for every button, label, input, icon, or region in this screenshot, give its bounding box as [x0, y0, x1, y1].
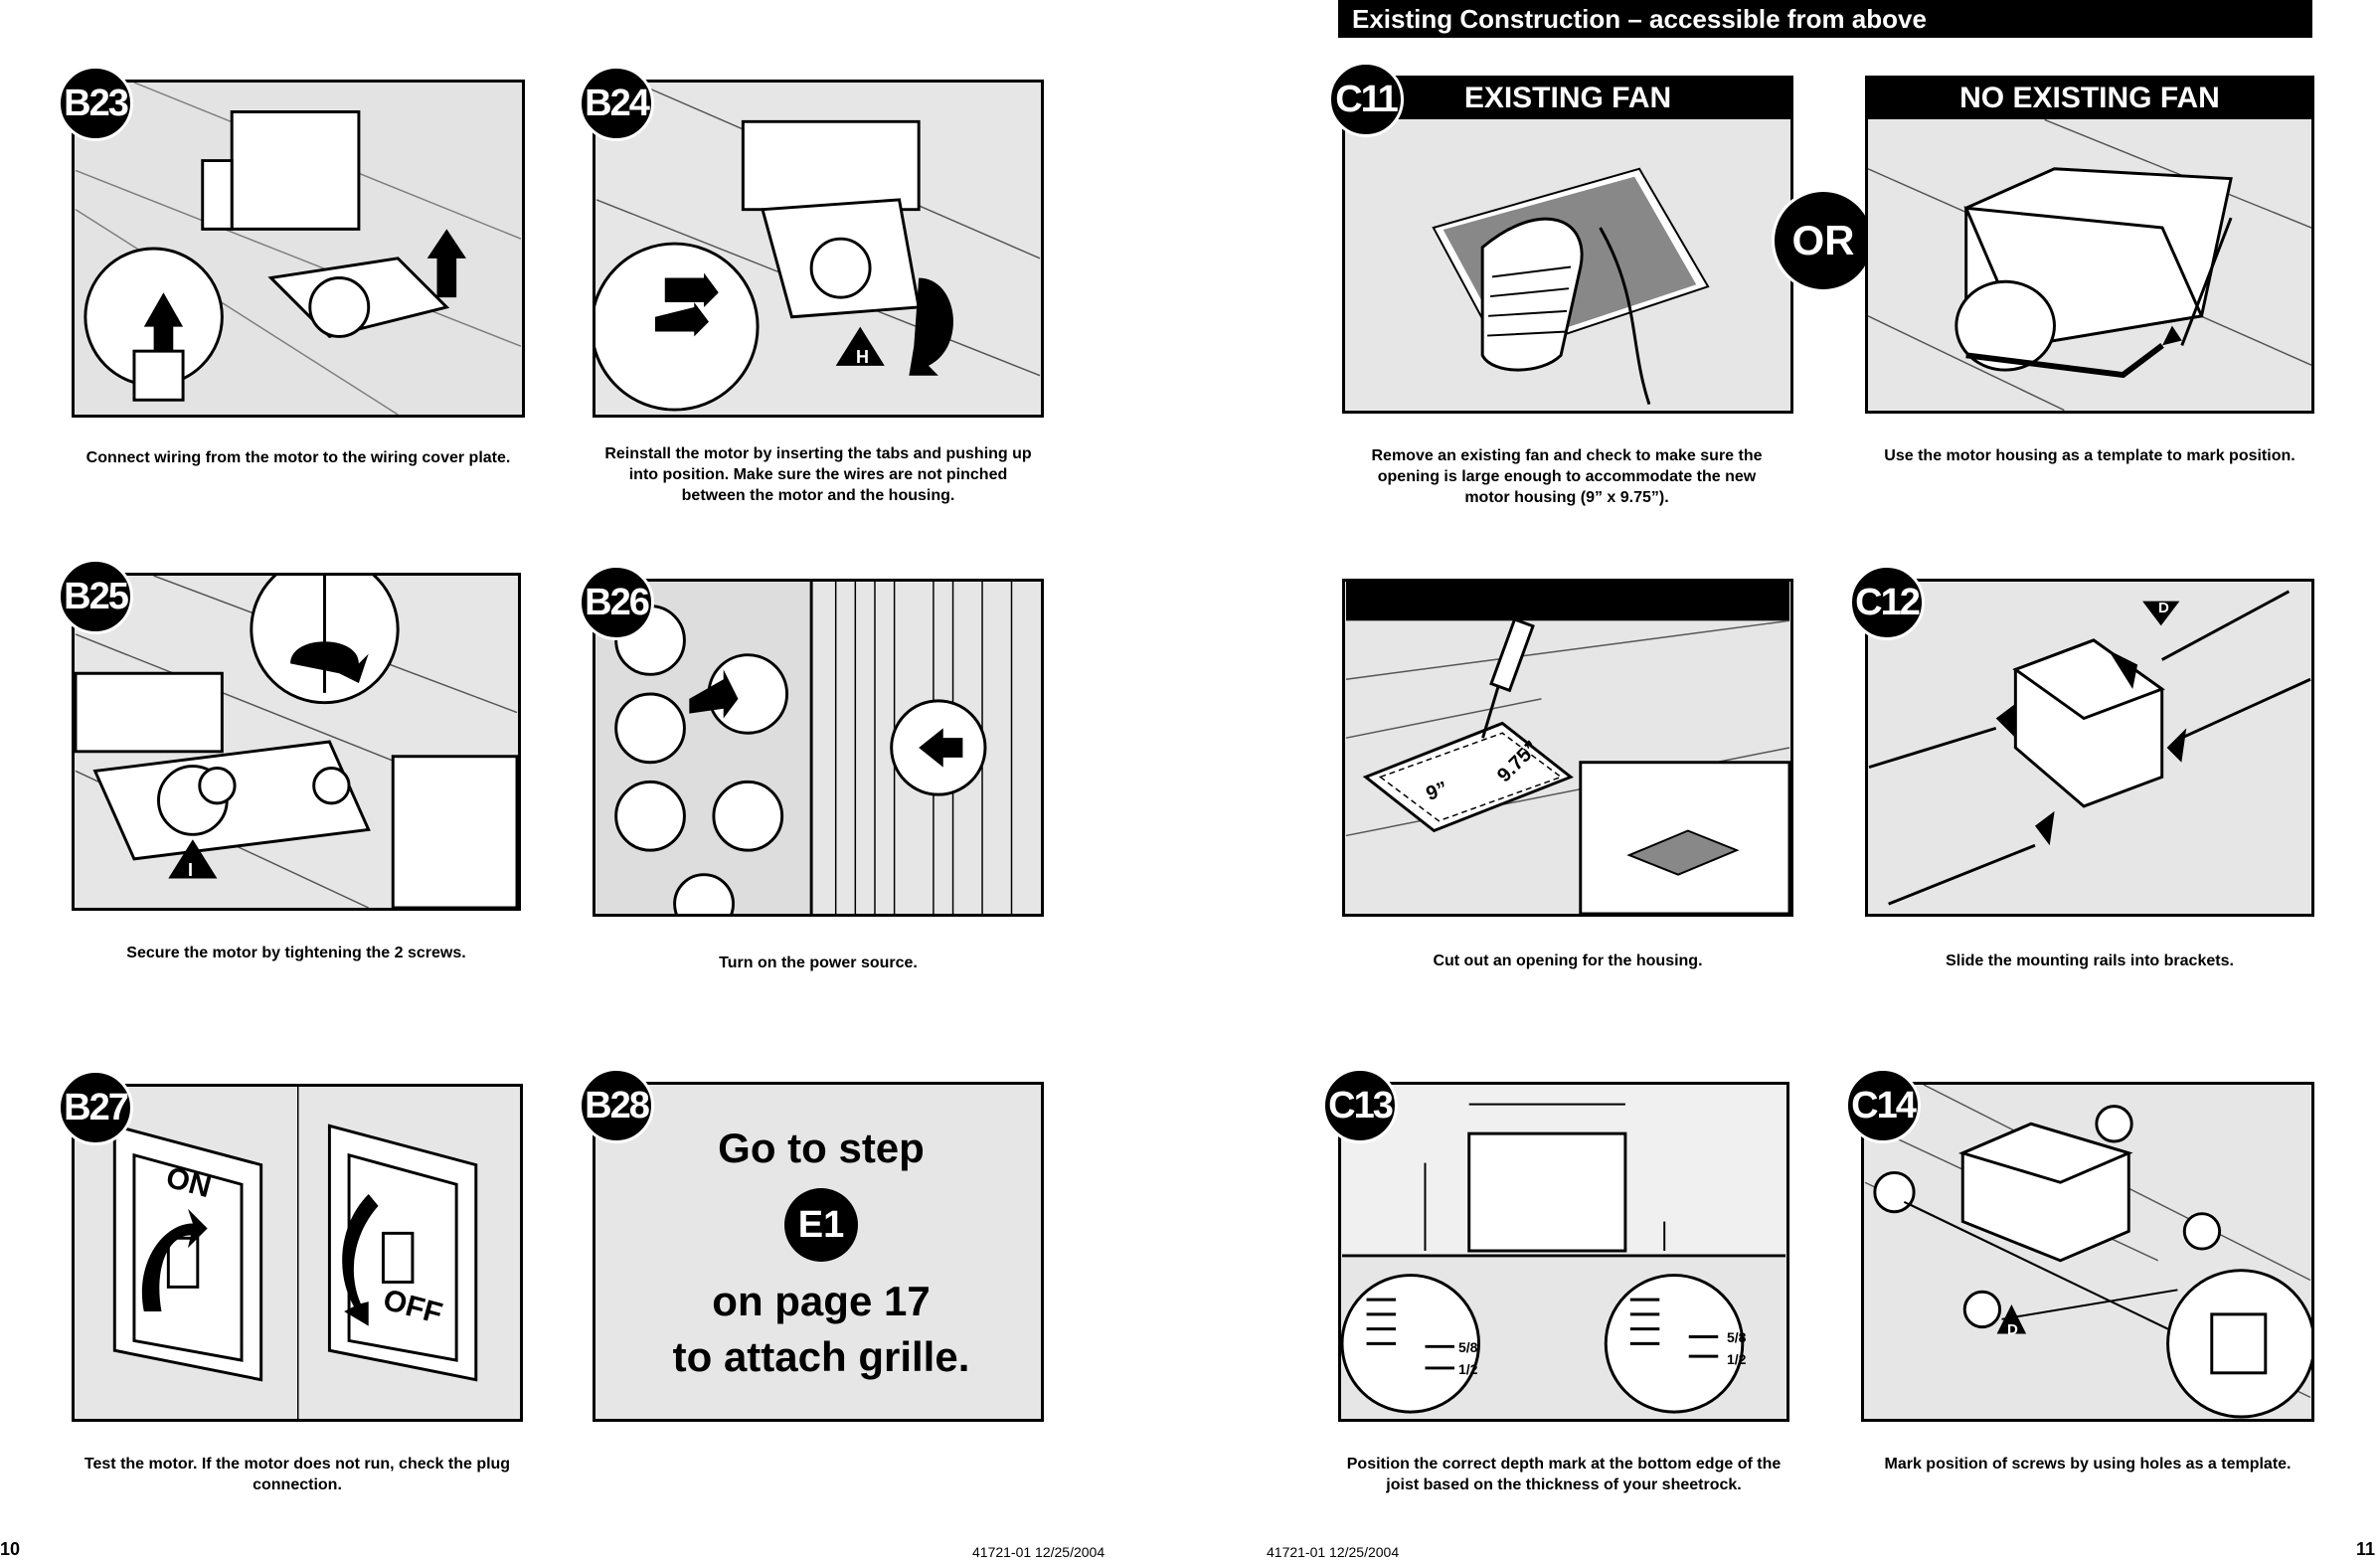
step-b26-badge: B26 [579, 565, 654, 640]
step-b27-caption: Test the motor. If the motor does not ru… [84, 1456, 511, 1493]
c13-mark-a-right: 5/8 [1727, 1329, 1747, 1345]
no-existing-fan-illustration [1865, 119, 2314, 414]
step-c12-caption: Slide the mounting rails into brackets. [1946, 953, 2234, 969]
mark-screws-drawing [1864, 1085, 2311, 1419]
step-b28-badge: B28 [579, 1068, 654, 1143]
doc-id-left: 41721-01 12/25/2004 [972, 1544, 1105, 1560]
goto-step-text: Go to step E1 on page 17 to attach grill… [595, 1121, 1041, 1385]
cut-opening-caption: Cut out an opening for the housing. [1433, 953, 1703, 969]
existing-fan-label: EXISTING FAN [1342, 76, 1793, 121]
step-c14-badge: C14 [1845, 1068, 1921, 1143]
callout-d-label: D [2158, 600, 2169, 616]
step-b24-caption: Reinstall the motor by inserting the tab… [604, 445, 1032, 504]
goto-line-1: Go to step [718, 1125, 925, 1171]
tighten-screws-illustration [75, 576, 518, 908]
existing-fan-drawing [1432, 167, 1710, 406]
step-b23-illustration [72, 80, 525, 418]
step-c11-caption-right: Use the motor housing as a template to m… [1884, 447, 2295, 464]
step-b24-badge: B24 [579, 66, 654, 141]
template-mark-drawing [1868, 119, 2311, 411]
step-c12-illustration: D [1865, 579, 2314, 917]
callout-i-label: I [188, 860, 194, 880]
step-b25-illustration: I [72, 573, 521, 911]
step-b23-caption: Connect wiring from the motor to the wir… [85, 449, 511, 466]
doc-id-right: 41721-01 12/25/2004 [1267, 1544, 1400, 1560]
step-b24-illustration: H [593, 80, 1044, 418]
step-c13-illustration: 5/8 1/2 5/8 1/2 [1338, 1082, 1789, 1422]
step-c12-badge: C12 [1849, 565, 1925, 640]
motor-wiring-illustration [75, 83, 522, 415]
step-b23-badge: B23 [58, 66, 133, 141]
cut-opening-drawing [1345, 582, 1790, 914]
motor-reinstall-illustration [595, 83, 1041, 412]
goto-step-ref[interactable]: E1 [784, 1188, 858, 1262]
step-b26-illustration [593, 579, 1044, 917]
step-c14-caption: Mark position of screws by using holes a… [1884, 1456, 2292, 1473]
power-panel-illustration [596, 582, 1013, 914]
c14-callout-d: D [2007, 1321, 2018, 1338]
c13-mark-a-left: 5/8 [1458, 1339, 1478, 1355]
goto-line-2: on page 17 [712, 1278, 931, 1324]
callout-h-label: H [856, 347, 869, 367]
step-c14-illustration: D [1861, 1082, 2314, 1422]
step-c13-caption: Position the correct depth mark at the b… [1346, 1456, 1782, 1493]
no-existing-fan-label: NO EXISTING FAN [1865, 76, 2314, 121]
switch-test-illustration [76, 1087, 478, 1419]
page-number-right: 11 [2356, 1539, 2376, 1559]
existing-fan-illustration [1342, 119, 1793, 414]
or-separator: OR [1772, 189, 1875, 292]
depth-mark-drawing [1341, 1085, 1786, 1414]
step-b28-panel: Go to step E1 on page 17 to attach grill… [593, 1082, 1044, 1422]
page-number-left: 10 [0, 1539, 21, 1559]
c13-mark-b-right: 1/2 [1727, 1351, 1747, 1367]
step-b27-illustration: ON OFF [72, 1084, 523, 1422]
step-c11-caption-left: Remove an existing fan and check to make… [1371, 447, 1763, 506]
step-b25-caption: Secure the motor by tightening the 2 scr… [126, 945, 466, 961]
section-header: Existing Construction – accessible from … [1338, 0, 2312, 38]
cut-opening-illustration: 9” 9.75” [1342, 579, 1793, 917]
step-b25-badge: B25 [58, 559, 133, 634]
step-c11-badge: C11 [1328, 62, 1404, 137]
mounting-rails-drawing [1868, 590, 2311, 906]
step-b27-badge: B27 [58, 1070, 133, 1145]
goto-line-3: to attach grille. [672, 1333, 970, 1380]
step-c13-badge: C13 [1322, 1068, 1398, 1143]
step-b26-caption: Turn on the power source. [719, 955, 918, 971]
c13-mark-b-left: 1/2 [1458, 1361, 1478, 1377]
